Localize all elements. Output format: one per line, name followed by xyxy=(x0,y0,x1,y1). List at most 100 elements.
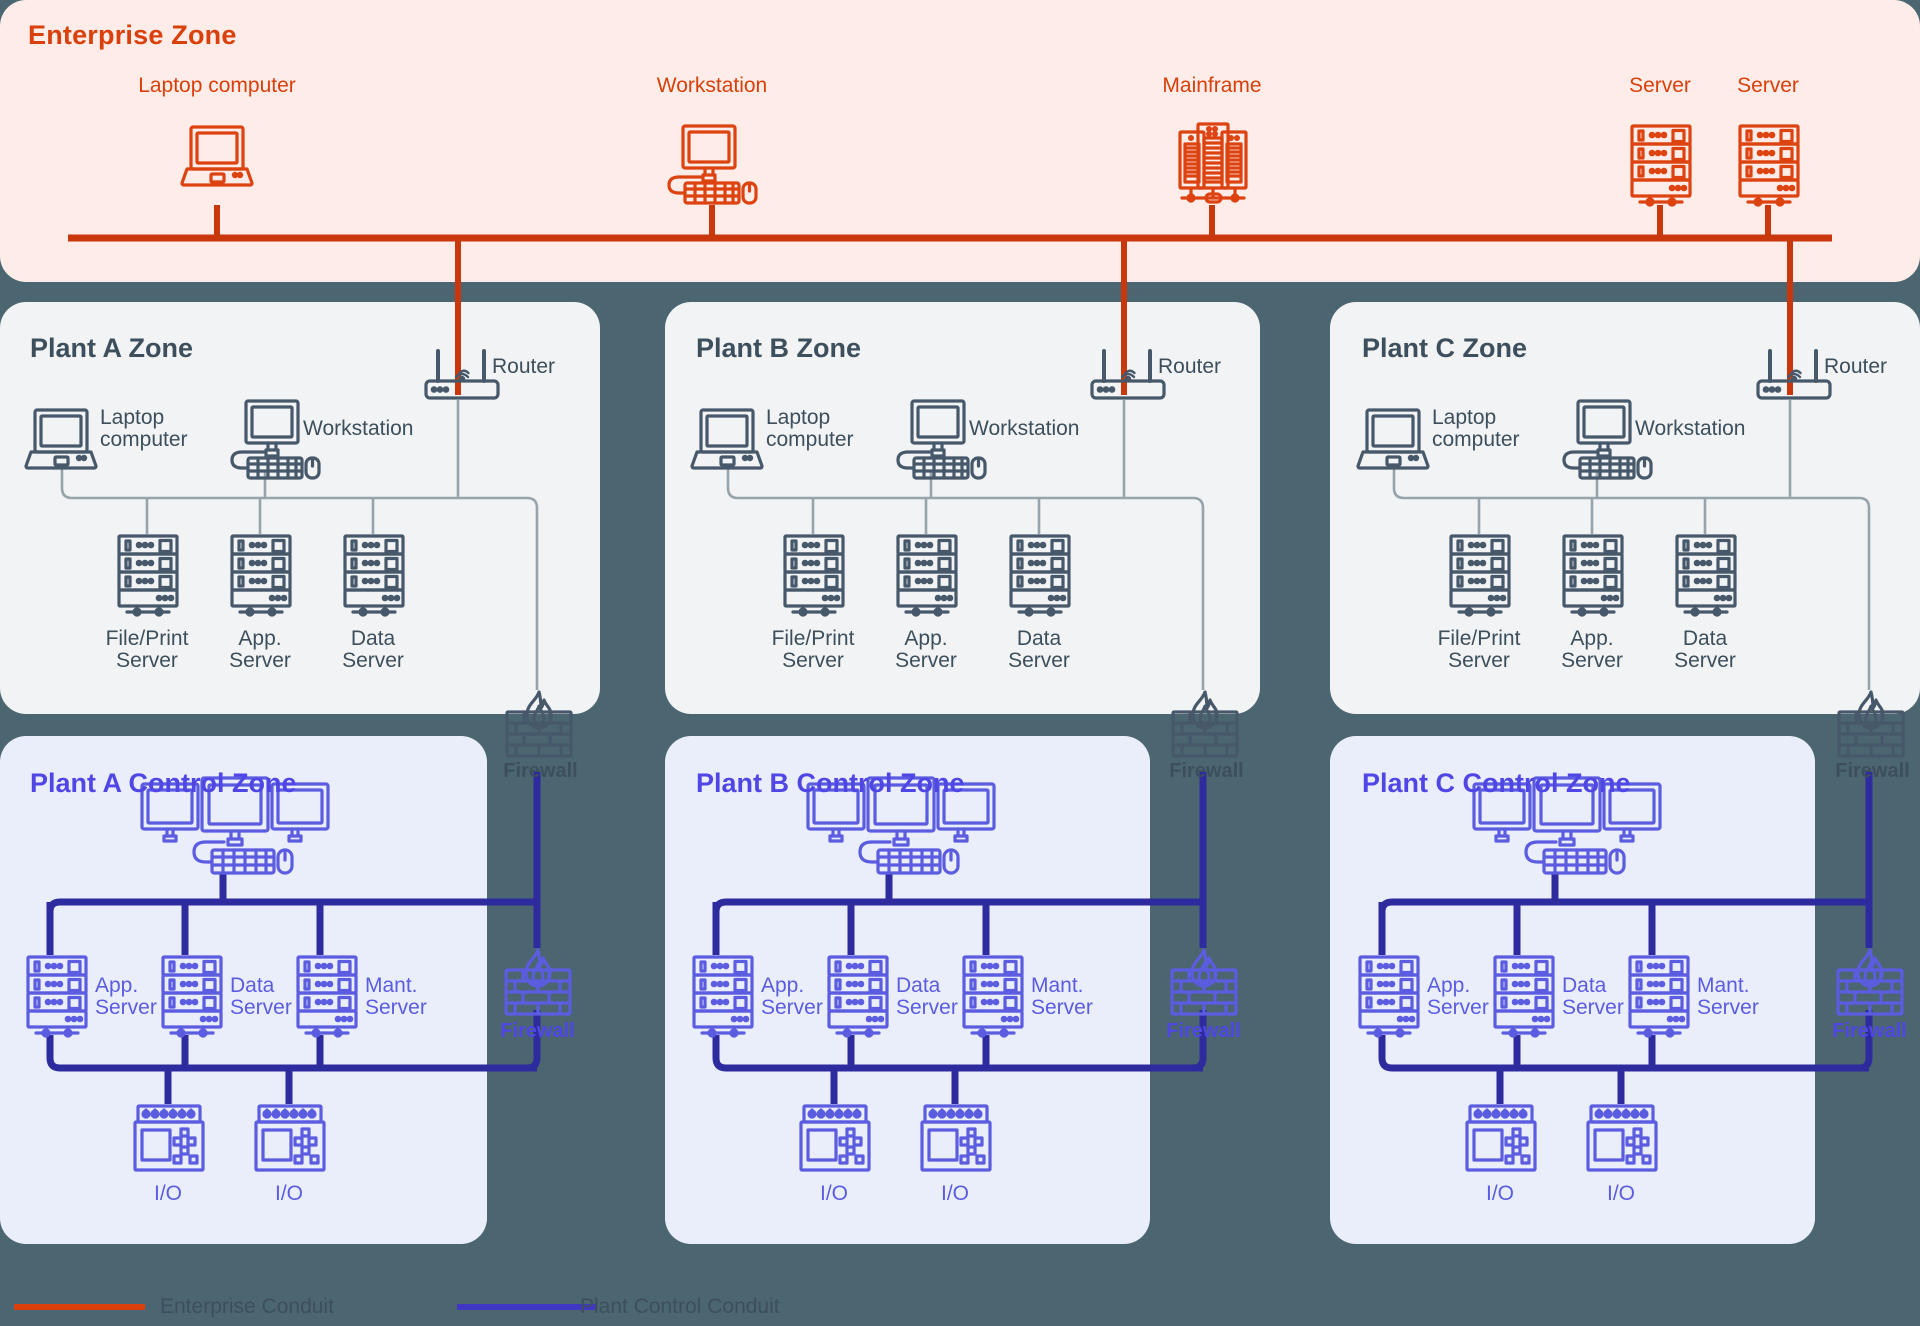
plant-a-control-io-label-1: I/O xyxy=(153,1182,182,1205)
plant-b-router-label: Router xyxy=(1158,355,1222,378)
label-line-1: Data xyxy=(350,627,396,650)
plant-c-control-zone-panel xyxy=(1330,736,1815,1244)
plant-c-zone-title: Plant C Zone xyxy=(1362,333,1528,363)
plant-a-control-server-label-1: Data Server xyxy=(230,974,350,1020)
label-line-1: Data xyxy=(1682,627,1728,650)
enterprise-node-label-mainframe: Mainframe xyxy=(1162,74,1262,97)
plant-a-control-server-label-0: App. Server xyxy=(95,974,215,1020)
enterprise-node-label-server-2: Server xyxy=(1737,74,1799,97)
label-line-1: File/Print xyxy=(771,627,855,650)
plant-b-control-server-label-0: App. Server xyxy=(761,974,881,1020)
plant-c-control-server-label-0: App. Server xyxy=(1427,974,1547,1020)
label-line-1: Mant. xyxy=(1697,974,1750,997)
plant-a-control-server-label-2: Mant. Server xyxy=(365,974,485,1020)
label-line-1: App. xyxy=(904,627,948,650)
label-line-2: Server xyxy=(1448,649,1510,673)
plant-a-server-label-1: App. Server xyxy=(190,627,330,673)
plant-c-server-label-2: Data Server xyxy=(1635,627,1775,673)
plant-c-internal-links xyxy=(1392,400,1871,690)
plant-b-control-server-label-2: Mant. Server xyxy=(1031,974,1151,1020)
plant-c-control-server-label-2: Mant. Server xyxy=(1697,974,1817,1020)
label-line-1: Data xyxy=(230,974,275,997)
label-line-1: App. xyxy=(761,974,805,997)
label-line-1: Data xyxy=(1016,627,1062,650)
legend-label-enterprise-conduit: Enterprise Conduit xyxy=(160,1295,334,1318)
plant-a-control-firewall-icon xyxy=(504,948,572,1016)
plant-b-server-label-0: File/Print Server xyxy=(743,627,883,673)
plant-a-laptop-label-line1: Laptop computer xyxy=(100,406,188,452)
plant-a-server-label-2: Data Server xyxy=(303,627,443,673)
plant-a-control-conduit xyxy=(46,772,541,1104)
plant-a-laptop-label: Laptop computer xyxy=(100,406,220,452)
label-line-1: File/Print xyxy=(1437,627,1521,650)
plant-a-internal-links xyxy=(60,400,539,690)
plant-a-zone-title: Plant A Zone xyxy=(30,333,194,363)
plant-b-control-conduit xyxy=(712,772,1207,1104)
label-line-1: Mant. xyxy=(365,974,418,997)
plant-c-control-io-label-1: I/O xyxy=(1485,1182,1514,1205)
label-line-1: App. xyxy=(1427,974,1471,997)
plant-c-control-zone-title: Plant C Control Zone xyxy=(1362,768,1631,798)
plant-c-firewall-label: Firewall xyxy=(1835,760,1910,782)
label-line-1: Mant. xyxy=(1031,974,1084,997)
plant-b-laptop-label: Laptop computer xyxy=(766,406,886,452)
plant-c-control-firewall-icon xyxy=(1836,948,1904,1016)
plant-a-control-firewall-label: Firewall xyxy=(500,1020,575,1042)
label-line-2: Server xyxy=(365,996,427,1020)
enterprise-node-label-server-1: Server xyxy=(1629,74,1691,97)
plant-b-control-io-label-1: I/O xyxy=(819,1182,848,1205)
label-line-2: Server xyxy=(761,996,823,1020)
label-line-2: Server xyxy=(342,649,404,673)
plant-b-server-label-2: Data Server xyxy=(969,627,1109,673)
enterprise-node-label-workstation: Workstation xyxy=(656,74,768,97)
label-line-2: Server xyxy=(782,649,844,673)
label-line-2: Server xyxy=(230,996,292,1020)
plant-b-control-zone-panel xyxy=(665,736,1150,1244)
label-line-2: Server xyxy=(1427,996,1489,1020)
plant-b-zone-title: Plant B Zone xyxy=(696,333,862,363)
label-line-2: Server xyxy=(95,996,157,1020)
plant-b-firewall-label: Firewall xyxy=(1169,760,1244,782)
label-line-1: File/Print xyxy=(105,627,189,650)
legend-label-control-conduit: Plant Control Conduit xyxy=(580,1295,780,1318)
plant-c-workstation-label: Workstation xyxy=(1635,417,1746,440)
plant-b-internal-links xyxy=(726,400,1205,690)
plant-b-laptop-label-line1: Laptop computer xyxy=(766,406,854,452)
label-line-2: Server xyxy=(229,649,291,673)
label-line-2: Server xyxy=(116,649,178,673)
label-line-2: Server xyxy=(896,996,958,1020)
plant-b-control-firewall-label: Firewall xyxy=(1166,1020,1241,1042)
plant-c-laptop-label-line1: Laptop computer xyxy=(1432,406,1520,452)
label-line-1: App. xyxy=(1570,627,1614,650)
plant-c-server-label-0: File/Print Server xyxy=(1409,627,1549,673)
label-line-2: Server xyxy=(1561,649,1623,673)
label-line-1: Data xyxy=(896,974,941,997)
plant-a-router-label: Router xyxy=(492,355,556,378)
plant-c-control-io-label-2: I/O xyxy=(1606,1182,1635,1205)
enterprise-conduit-bus xyxy=(68,205,1832,395)
plant-c-laptop-label: Laptop computer xyxy=(1432,406,1552,452)
label-line-2: Server xyxy=(1674,649,1736,673)
plant-a-firewall-label: Firewall xyxy=(503,760,578,782)
label-line-2: Server xyxy=(1031,996,1093,1020)
plant-a-workstation-label: Workstation xyxy=(303,417,414,440)
enterprise-zone-title: Enterprise Zone xyxy=(28,20,237,50)
plant-b-control-io-label-2: I/O xyxy=(940,1182,969,1205)
plant-a-control-io-label-2: I/O xyxy=(274,1182,303,1205)
label-line-2: Server xyxy=(1008,649,1070,673)
plant-c-server-label-1: App. Server xyxy=(1522,627,1662,673)
plant-c-control-conduit xyxy=(1378,772,1873,1104)
plant-a-control-zone-title: Plant A Control Zone xyxy=(30,768,297,798)
enterprise-node-label-laptop: Laptop computer xyxy=(138,74,296,97)
plant-c-control-server-label-1: Data Server xyxy=(1562,974,1682,1020)
plant-c-control-firewall-label: Firewall xyxy=(1832,1020,1907,1042)
label-line-1: Data xyxy=(1562,974,1607,997)
enterprise-zone-panel xyxy=(0,0,1920,282)
label-line-1: App. xyxy=(95,974,139,997)
plant-a-server-label-0: File/Print Server xyxy=(77,627,217,673)
plant-b-server-label-1: App. Server xyxy=(856,627,996,673)
label-line-2: Server xyxy=(1697,996,1759,1020)
enterprise-mainframe-icon xyxy=(1178,122,1248,204)
